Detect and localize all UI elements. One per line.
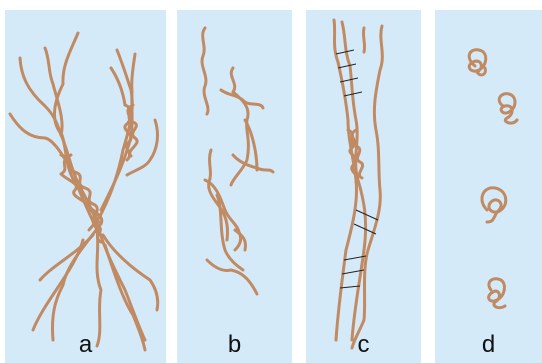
panel-c-fibers (334, 20, 382, 348)
panel-c: c (306, 10, 421, 363)
panel-c-label: c (306, 331, 421, 359)
panel-d-coils (469, 50, 517, 308)
panel-d-drawing (435, 10, 542, 363)
panel-b: b (177, 10, 292, 363)
panel-a: a (5, 10, 166, 363)
panel-a-drawing (5, 10, 166, 363)
panel-b-label: b (177, 331, 292, 359)
panel-a-fibers (10, 33, 158, 350)
panel-a-label: a (5, 331, 166, 359)
panel-d-label: d (435, 331, 542, 359)
panel-c-drawing (306, 10, 421, 363)
panel-d: d (435, 10, 542, 363)
panel-b-fibers (202, 28, 273, 294)
panel-b-drawing (177, 10, 292, 363)
